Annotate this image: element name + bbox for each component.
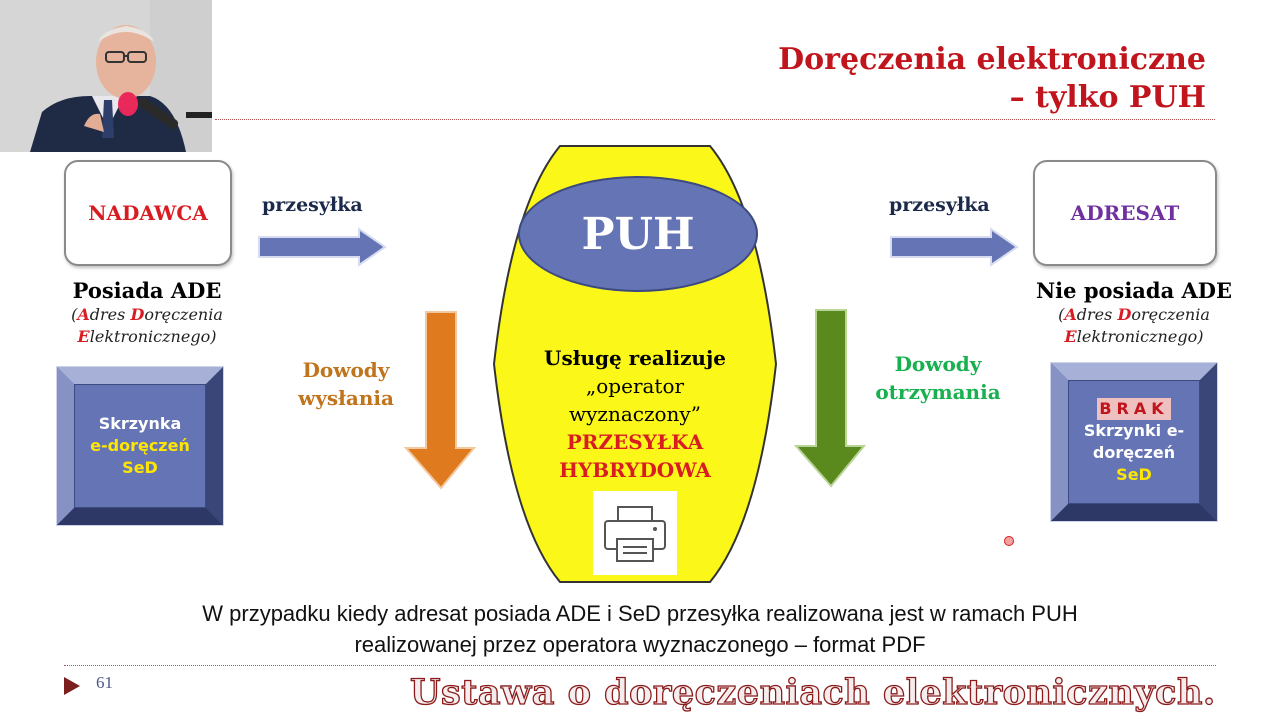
received-proof-line2: otrzymania (862, 378, 1014, 406)
service-line3: wyznaczony” (500, 400, 770, 428)
bottom-divider (64, 665, 1216, 666)
page-number: 61 (96, 673, 113, 693)
ade-word-elektronicznego: lektronicznego) (90, 327, 217, 346)
sender-label: NADAWCA (88, 201, 208, 225)
sender-mailbox-face: Skrzynka e-doręczeń SeD (74, 384, 206, 508)
printer-card (593, 491, 677, 575)
play-icon[interactable] (64, 677, 80, 695)
ade-word-doreczenia: oręczenia (144, 305, 223, 324)
recipient-box: ADRESAT (1033, 160, 1217, 266)
mailbox-line2: e-doręczeń (90, 435, 190, 457)
law-title-watermark: Ustawa o doręczeniach elektronicznych. (410, 672, 1216, 713)
down-arrow-green-icon (792, 306, 868, 490)
service-line1: Usługę realizuje (500, 344, 770, 372)
hybrid-line1: PRZESYŁKA (500, 428, 770, 456)
ade-letter-d: D (130, 305, 144, 324)
ade-letter-d-2: D (1117, 305, 1131, 324)
ade-letter-a-2: A (1064, 305, 1076, 324)
puh-oval: PUH (518, 176, 758, 292)
summary-text: W przypadku kiedy adresat posiada ADE i … (60, 598, 1220, 660)
printer-icon (593, 491, 677, 575)
recipient-arrow-label: przesyłka (889, 194, 990, 216)
slide-title-line1: Doręczenia elektroniczne (778, 42, 1206, 78)
sender-box: NADAWCA (64, 160, 232, 266)
recipient-mailbox: BRAK Skrzynki e- doręczeń SeD (1050, 362, 1218, 522)
mailbox-line3: SeD (122, 457, 158, 479)
sender-mailbox: Skrzynka e-doręczeń SeD (56, 366, 224, 526)
slide-title-line2: – tylko PUH (1010, 80, 1206, 116)
service-text: Usługę realizuje „operator wyznaczony” P… (500, 344, 770, 484)
ade-word-adres-2: dres (1077, 305, 1118, 324)
top-divider (215, 119, 1215, 120)
service-line2: „operator (500, 372, 770, 400)
ade-letter-e-2: E (1065, 327, 1077, 346)
mailbox-line1-2: Skrzynki e- (1084, 420, 1184, 442)
mailbox-line1: Skrzynka (99, 413, 182, 435)
ade-letter-e: E (78, 327, 90, 346)
sent-proof-line1: Dowody (276, 356, 416, 384)
sender-has-ade: Posiada ADE (40, 278, 254, 303)
presenter-image (0, 0, 212, 152)
sent-proof-line2: wysłania (276, 384, 416, 412)
sender-arrow-label: przesyłka (262, 194, 363, 216)
sent-proof-label: Dowody wysłania (276, 356, 416, 412)
summary-line1: W przypadku kiedy adresat posiada ADE i … (60, 598, 1220, 629)
mailbox-line2-2: doręczeń (1093, 442, 1175, 464)
ade-letter-a: A (77, 305, 89, 324)
summary-line2: realizowanej przez operatora wyznaczoneg… (60, 629, 1220, 660)
down-arrow-orange-icon (402, 308, 478, 492)
recipient-no-ade: Nie posiada ADE (1018, 278, 1250, 303)
recipient-mailbox-face: BRAK Skrzynki e- doręczeń SeD (1068, 380, 1200, 504)
recipient-label: ADRESAT (1071, 201, 1179, 225)
brak-label: BRAK (1097, 398, 1170, 420)
hybrid-line2: HYBRYDOWA (500, 456, 770, 484)
received-proof-label: Dowody otrzymania (862, 350, 1014, 406)
presenter-webcam (0, 0, 212, 152)
laser-pointer-dot (1004, 536, 1014, 546)
right-arrow-icon (256, 226, 390, 268)
ade-word-elektronicznego-2: lektronicznego) (1077, 327, 1204, 346)
ade-word-adres: dres (90, 305, 131, 324)
mailbox-line3-2: SeD (1116, 464, 1152, 486)
puh-label: PUH (581, 209, 694, 260)
right-arrow-icon-2 (888, 226, 1022, 268)
ade-word-doreczenia-2: oręczenia (1131, 305, 1210, 324)
received-proof-line1: Dowody (862, 350, 1014, 378)
